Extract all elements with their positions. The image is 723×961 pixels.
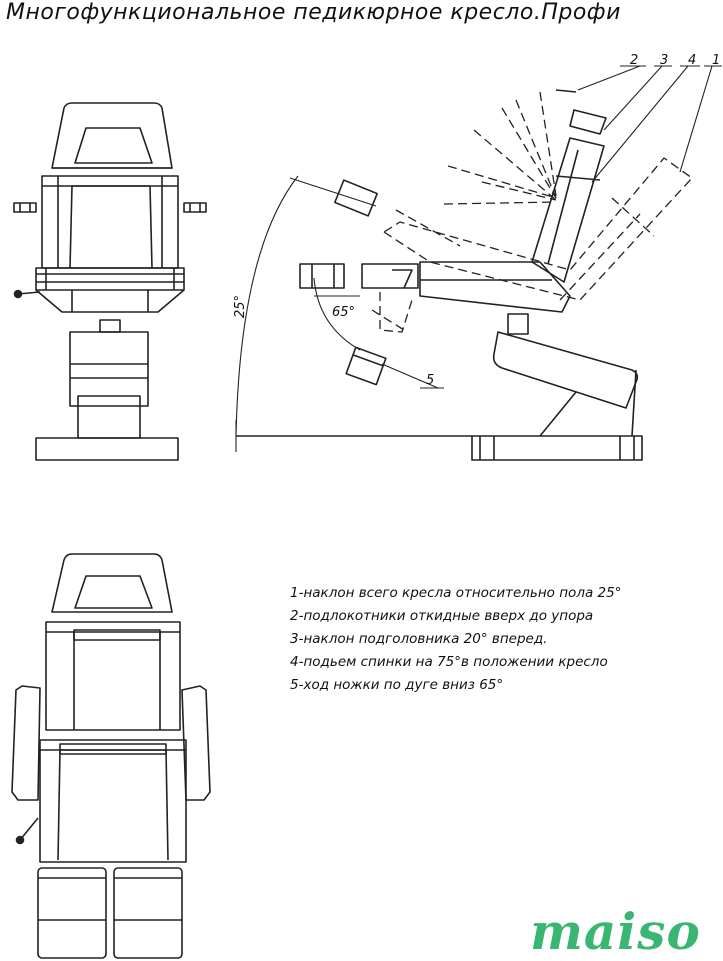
legend-item: 1-наклон всего кресла относительно пола … <box>290 585 622 601</box>
callout-2: 2 <box>630 53 638 68</box>
callout-1: 1 <box>712 53 720 68</box>
drawing-title: Многофункциональное педикюрное кресло.Пр… <box>6 0 621 25</box>
watermark-logo: maiso <box>530 902 701 961</box>
callout-4: 4 <box>688 53 696 68</box>
top-view <box>11 553 211 959</box>
callout-3: 3 <box>660 53 668 68</box>
legend: 1-наклон всего кресла относительно пола … <box>290 582 710 697</box>
legend-item: 5-ход ножки по дуге вниз 65° <box>290 677 504 693</box>
ghost-positions <box>371 91 693 333</box>
angle-label-leg: 65° <box>332 305 355 320</box>
angle-label-tilt: 25° <box>233 295 248 318</box>
callout-5: 5 <box>426 373 434 388</box>
side-view <box>236 89 643 461</box>
front-view <box>13 102 207 461</box>
legend-item: 4-подьем спинки на 75°в положении кресло <box>290 654 608 670</box>
legend-item: 3-наклон подголовника 20° вперед. <box>290 631 548 647</box>
legend-item: 2-подлокотники откидные вверх до упора <box>290 608 594 624</box>
